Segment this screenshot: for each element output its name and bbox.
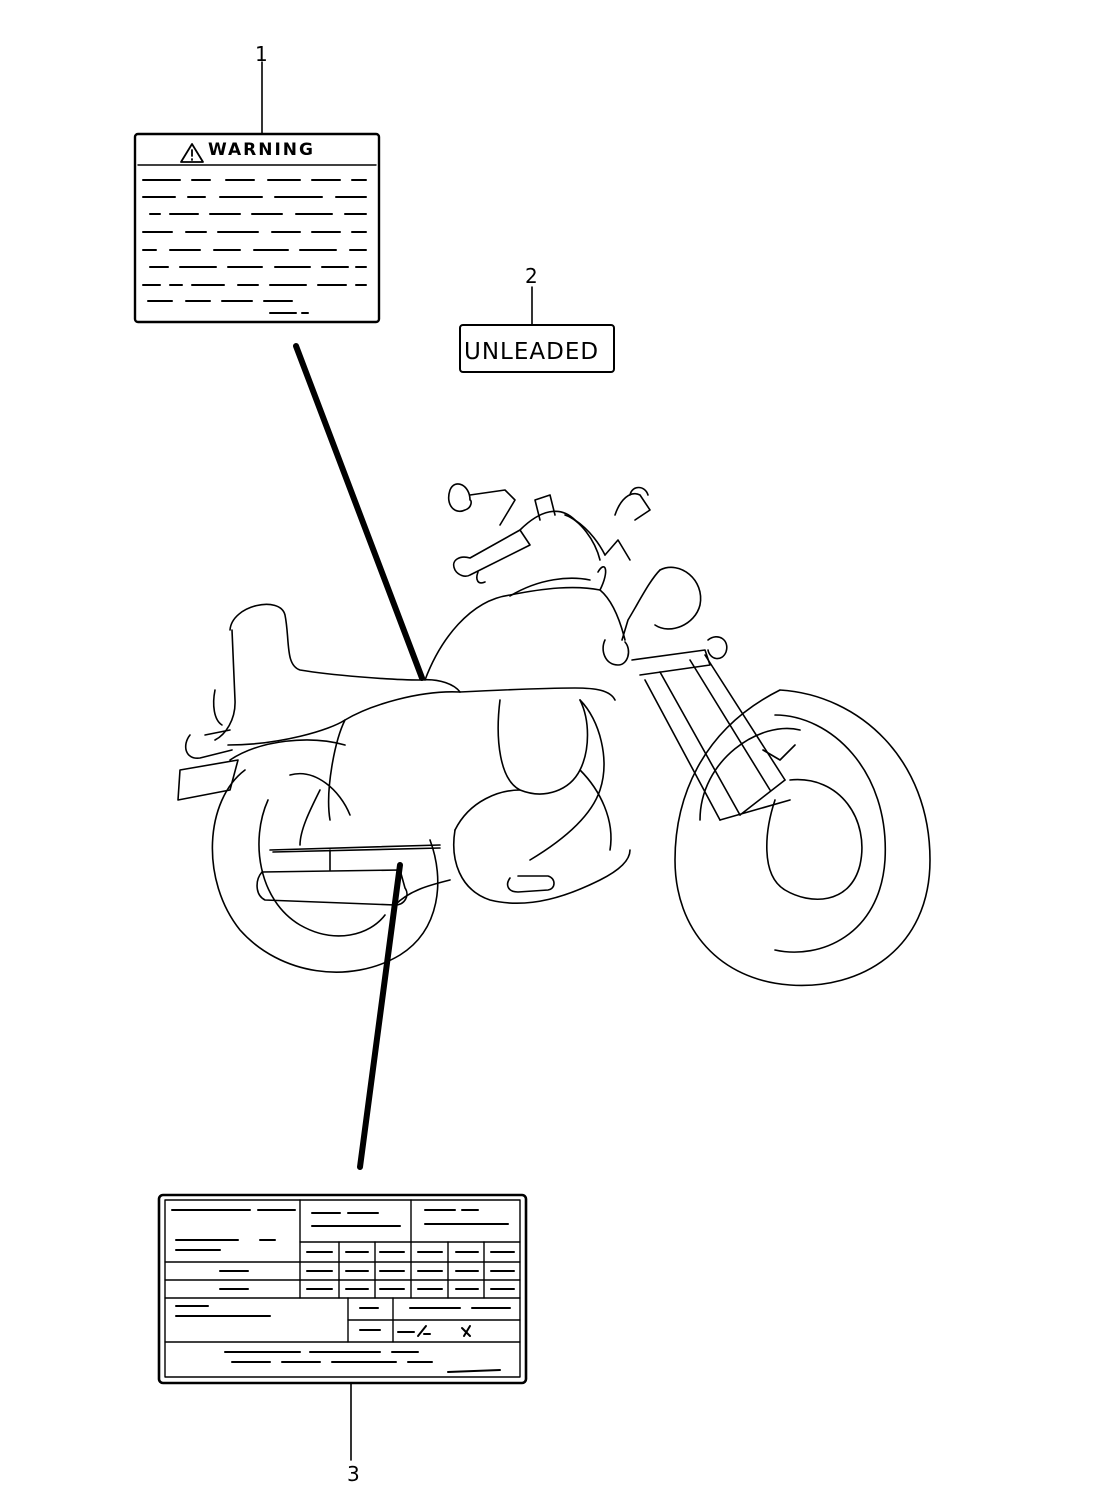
information-label [157,1193,528,1385]
warning-text-lines [142,179,367,314]
callout-number-1: 1 [255,42,268,66]
callout-1-pointer [293,343,425,681]
motorcycle-outline [177,483,931,987]
warning-label-title: WARNING [208,140,315,160]
callout-number-3: 3 [347,1462,360,1486]
warning-triangle-icon [180,143,204,163]
unleaded-label [459,324,615,373]
information-text-lines [171,1209,515,1373]
callout-number-2: 2 [525,264,538,288]
callout-3-pointer [357,862,403,1170]
warning-label [133,132,381,324]
unleaded-label-text: UNLEADED [464,339,600,365]
